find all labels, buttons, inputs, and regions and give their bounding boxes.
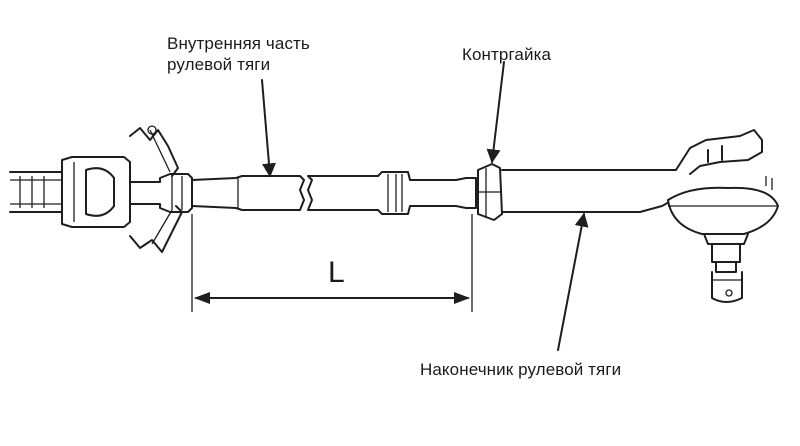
tie-rod-end-leader <box>557 212 589 351</box>
locknut <box>477 163 503 221</box>
dimension-L <box>191 214 473 312</box>
inner-rod <box>129 173 305 213</box>
tie-rod-end-label: Наконечник рулевой тяги <box>420 360 622 379</box>
outer-ball-joint <box>667 176 779 235</box>
locknut-leader <box>486 61 505 164</box>
locknut-label: Контргайка <box>462 45 552 64</box>
inner-rod-label-line1: Внутренняя часть <box>167 34 310 53</box>
ball-stud <box>703 233 749 303</box>
lock-plate <box>129 125 183 253</box>
rack-shaft-end <box>9 171 63 213</box>
dimension-label-L: L <box>328 256 345 289</box>
inner-rod-label-line2: рулевой тяги <box>167 55 271 74</box>
inner-ball-joint-housing <box>61 156 131 228</box>
inner-rod-leader <box>261 79 276 178</box>
inner-rod-threaded-part <box>307 171 477 215</box>
